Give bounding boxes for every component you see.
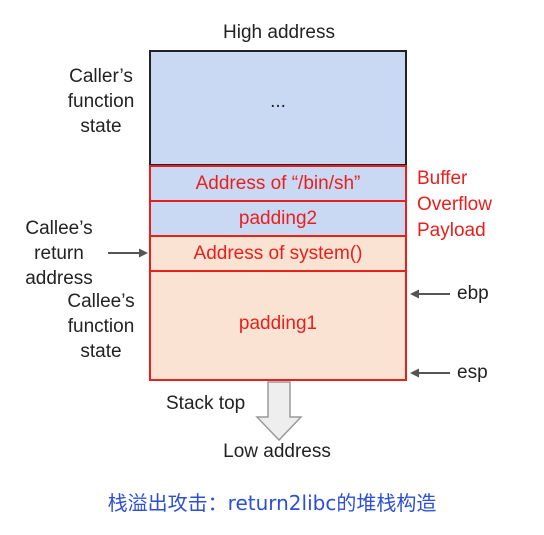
callee-state-line-3: state: [80, 341, 122, 362]
caller-state-line-2: function: [67, 91, 135, 112]
callee-return-label: Callee’s return address: [4, 216, 114, 291]
high-address-label: High address: [223, 22, 335, 43]
callee-return-line-3: address: [25, 268, 93, 289]
padding1-text: padding1: [238, 313, 318, 334]
payload-line-2: Overflow: [417, 194, 492, 215]
system-address-segment: Address of system(): [149, 235, 407, 272]
esp-label: esp: [457, 362, 488, 383]
ellipsis-text: ...: [270, 91, 286, 112]
return-address-arrow-icon: [108, 248, 148, 258]
callee-return-line-2: return: [34, 243, 84, 264]
payload-line-3: Payload: [417, 220, 486, 241]
callee-state-label: Callee’s function state: [42, 289, 160, 364]
ebp-label: ebp: [457, 283, 489, 304]
caller-state-label: Caller’s function state: [42, 64, 160, 139]
callee-state-line-1: Callee’s: [67, 291, 135, 312]
low-address-label: Low address: [223, 441, 331, 462]
caller-state-line-1: Caller’s: [69, 66, 133, 87]
caller-frame-segment: ...: [149, 50, 407, 166]
system-address-text: Address of system(): [193, 242, 363, 264]
padding2-text: padding2: [238, 207, 318, 229]
callee-return-line-1: Callee’s: [25, 218, 93, 239]
padding2-segment: padding2: [149, 200, 407, 237]
caller-state-line-3: state: [80, 116, 122, 137]
payload-line-1: Buffer: [417, 168, 468, 189]
figure-caption: 栈溢出攻击：return2libc的堆栈构造: [107, 491, 437, 515]
stack-top-label: Stack top: [166, 393, 246, 414]
callee-state-line-2: function: [67, 316, 135, 337]
ebp-arrow-icon: [410, 289, 450, 299]
stack-growth-arrow-icon: [255, 381, 303, 442]
binsh-address-text: Address of “/bin/sh”: [195, 172, 361, 194]
padding1-segment: padding1: [149, 270, 407, 381]
esp-arrow-icon: [410, 368, 450, 378]
payload-label: Buffer Overflow Payload: [417, 166, 527, 244]
